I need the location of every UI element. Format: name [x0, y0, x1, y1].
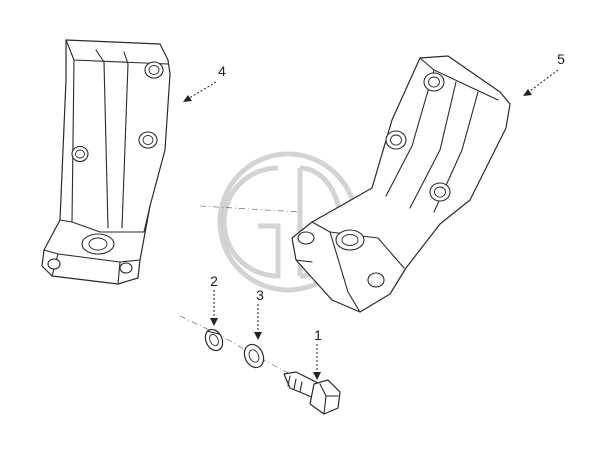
bracket-axis-line: [199, 205, 301, 213]
hex-bolt-icon: [283, 371, 341, 415]
callout-3: 3: [256, 287, 264, 303]
spring-washer-icon: [204, 328, 224, 352]
callout-1: 1: [314, 327, 322, 343]
callout-4: 4: [218, 63, 226, 79]
callout-5: 5: [557, 51, 565, 67]
mounting-bracket-left-icon: [41, 39, 171, 285]
callout-2: 2: [210, 273, 218, 289]
mounting-bracket-right-icon: [291, 55, 511, 313]
callout-leaders: [183, 69, 559, 380]
flat-washer-icon: [243, 343, 265, 369]
